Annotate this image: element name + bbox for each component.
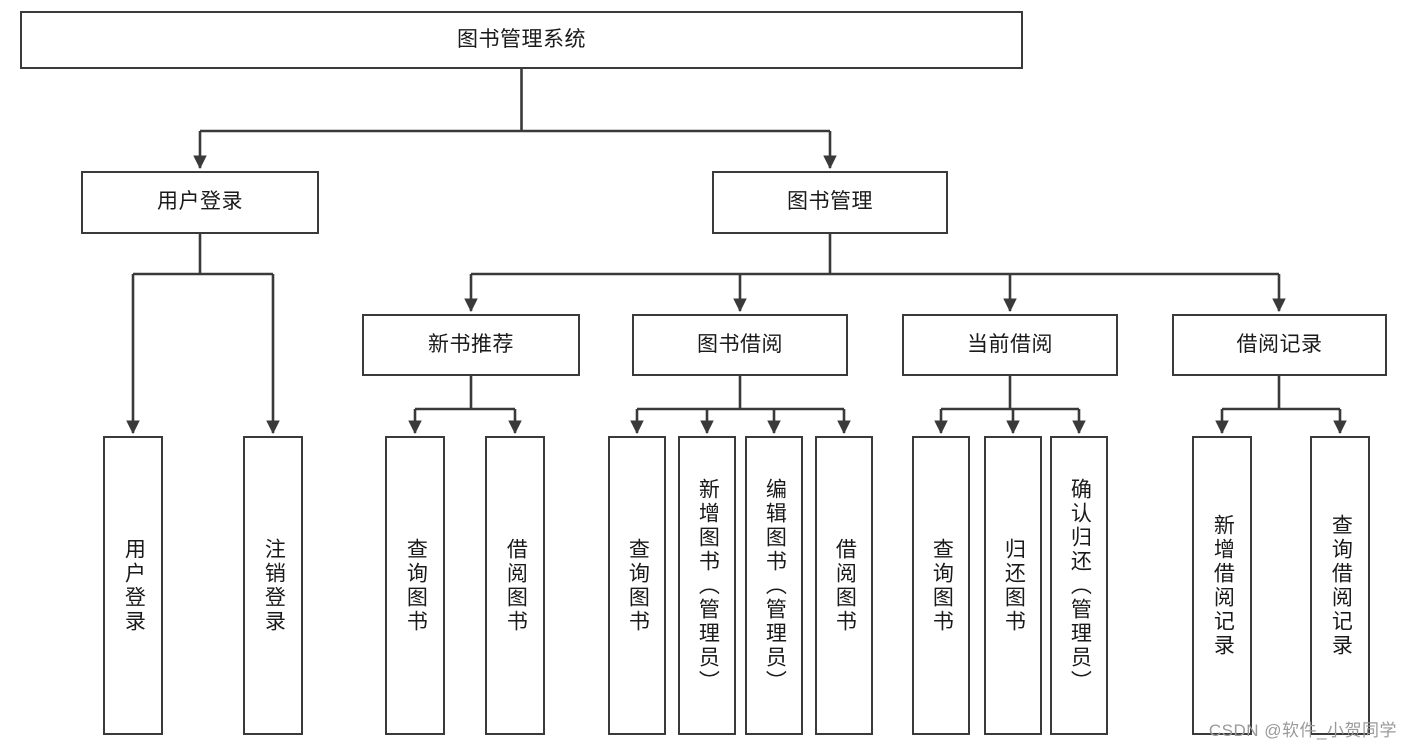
node-root[interactable]: 图书管理系统 — [20, 11, 1023, 69]
node-new-book-recommend[interactable]: 新书推荐 — [362, 314, 580, 376]
node-leaf-query-book-borrow[interactable]: 查询图书 — [608, 436, 666, 735]
node-leaf-query-book-current-label: 查询图书 — [930, 537, 954, 634]
node-current-borrow-label: 当前借阅 — [967, 332, 1053, 356]
node-borrow-record[interactable]: 借阅记录 — [1172, 314, 1387, 376]
node-leaf-query-borrow-record-label: 查询借阅记录 — [1329, 513, 1353, 658]
node-leaf-add-book-admin[interactable]: 新增图书（管理员） — [678, 436, 736, 735]
node-leaf-query-book-current[interactable]: 查询图书 — [912, 436, 970, 735]
node-leaf-user-login[interactable]: 用户登录 — [103, 436, 163, 735]
node-leaf-borrow-book-recommend-label: 借阅图书 — [504, 537, 528, 634]
node-root-label: 图书管理系统 — [457, 27, 586, 51]
node-leaf-return-book[interactable]: 归还图书 — [984, 436, 1042, 735]
node-current-borrow[interactable]: 当前借阅 — [902, 314, 1118, 376]
node-leaf-add-borrow-record-label: 新增借阅记录 — [1211, 513, 1235, 658]
node-leaf-query-book-recommend-label: 查询图书 — [404, 537, 428, 634]
node-leaf-confirm-return-admin-label: 确认归还（管理员） — [1068, 477, 1092, 694]
node-book-management[interactable]: 图书管理 — [712, 171, 948, 234]
node-borrow-record-label: 借阅记录 — [1236, 332, 1323, 356]
node-leaf-user-logout[interactable]: 注销登录 — [243, 436, 303, 735]
node-leaf-return-book-label: 归还图书 — [1002, 537, 1026, 634]
node-leaf-user-login-label: 用户登录 — [122, 537, 146, 634]
node-leaf-add-book-admin-label: 新增图书（管理员） — [696, 477, 720, 694]
node-leaf-query-book-borrow-label: 查询图书 — [626, 537, 650, 634]
node-leaf-user-logout-label: 注销登录 — [262, 537, 286, 634]
node-book-management-label: 图书管理 — [787, 190, 873, 214]
node-book-borrow-label: 图书借阅 — [697, 332, 783, 356]
node-leaf-borrow-book-recommend[interactable]: 借阅图书 — [485, 436, 545, 735]
node-user-login[interactable]: 用户登录 — [81, 171, 319, 234]
node-leaf-add-borrow-record[interactable]: 新增借阅记录 — [1192, 436, 1252, 735]
node-leaf-query-book-recommend[interactable]: 查询图书 — [385, 436, 445, 735]
node-leaf-borrow-book[interactable]: 借阅图书 — [815, 436, 873, 735]
watermark-text: CSDN @软件_小贺同学 — [1208, 721, 1397, 740]
node-leaf-confirm-return-admin[interactable]: 确认归还（管理员） — [1050, 436, 1108, 735]
node-leaf-borrow-book-label: 借阅图书 — [833, 537, 857, 634]
node-leaf-edit-book-admin-label: 编辑图书（管理员） — [763, 477, 787, 694]
node-leaf-edit-book-admin[interactable]: 编辑图书（管理员） — [745, 436, 803, 735]
node-new-book-recommend-label: 新书推荐 — [428, 332, 514, 356]
node-book-borrow[interactable]: 图书借阅 — [632, 314, 848, 376]
node-user-login-label: 用户登录 — [157, 190, 243, 214]
node-leaf-query-borrow-record[interactable]: 查询借阅记录 — [1310, 436, 1370, 735]
